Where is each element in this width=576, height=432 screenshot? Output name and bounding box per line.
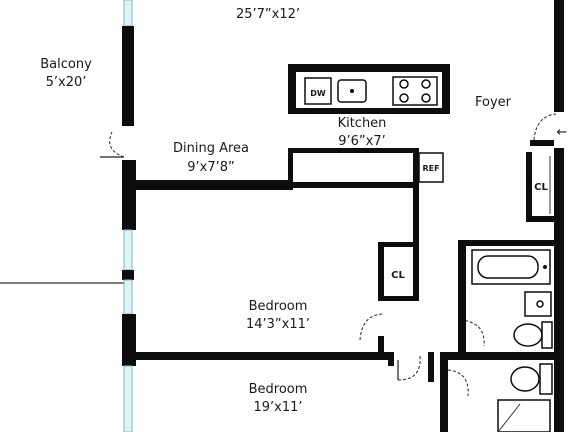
bedroom-closet: CL: [378, 242, 419, 301]
foyer-closet: CL: [526, 152, 556, 222]
dishwasher-label: DW: [310, 89, 326, 98]
kitchen-name: Kitchen: [338, 116, 387, 131]
wall-kitchen-south: [288, 182, 418, 188]
toilet-icon: [513, 321, 553, 349]
stove-icon: [392, 76, 438, 106]
wall-bath-south: [440, 352, 556, 360]
living-room-dims: 25’7”x12’: [236, 7, 300, 22]
kitchen-counter: DW: [288, 64, 450, 114]
toilet-icon-2: [510, 363, 553, 395]
bedroom2-dims: 19’x11’: [253, 400, 302, 415]
dishwasher-box: [304, 77, 332, 105]
wall-west-middle: [122, 160, 136, 230]
bedroom1-name: Bedroom: [249, 299, 308, 314]
balcony-door: [100, 131, 125, 158]
dining-dims: 9’x7’8”: [187, 160, 235, 175]
wall-bath2-west: [440, 360, 448, 432]
closet-bedroom-label: CL: [391, 270, 405, 281]
hall-door: [459, 319, 485, 347]
wall-west-pier: [122, 270, 134, 280]
balcony-dims: 5’x20’: [46, 75, 87, 90]
balcony: [0, 0, 134, 284]
wall-kitchen-north: [288, 148, 418, 153]
wall-bedroom-east-upper: [413, 148, 419, 258]
wall-east-upper: [554, 0, 564, 112]
balcony-name: Balcony: [40, 57, 92, 72]
wall-east-lower: [554, 148, 564, 432]
wall-bath-west: [458, 240, 466, 352]
bathtub: [471, 249, 551, 285]
bath2-door: [447, 369, 469, 397]
bedroom2-door: [397, 355, 421, 381]
bedroom2-name: Bedroom: [249, 382, 308, 397]
window-west-1: [123, 229, 133, 271]
kitchen-dims: 9’6”x7’: [338, 134, 386, 149]
window-top-left: [123, 0, 133, 27]
dining-name: Dining Area: [173, 141, 249, 156]
sink-icon: [337, 79, 367, 103]
wall-bath-north: [458, 240, 556, 246]
wall-west-upper: [122, 26, 134, 126]
entry-door: [533, 113, 557, 141]
wall-kitchen-west: [288, 148, 293, 190]
wall-dining-south: [132, 180, 288, 190]
wall-between-bedrooms: [136, 352, 392, 360]
closet-foyer-label: CL: [534, 182, 548, 193]
entry-arrow: ←: [557, 125, 568, 140]
window-west-3: [123, 365, 133, 432]
refrigerator-label: REF: [422, 164, 439, 173]
shower-icon: [497, 399, 551, 432]
bedroom1-dims: 14’3”x11’: [246, 317, 310, 332]
bedroom1-door: [359, 313, 385, 341]
refrigerator-box: [418, 152, 444, 183]
window-west-2: [123, 279, 133, 315]
foyer-name: Foyer: [475, 95, 512, 110]
bath-sink-icon: [524, 291, 552, 317]
wall-west-lower: [122, 314, 136, 366]
